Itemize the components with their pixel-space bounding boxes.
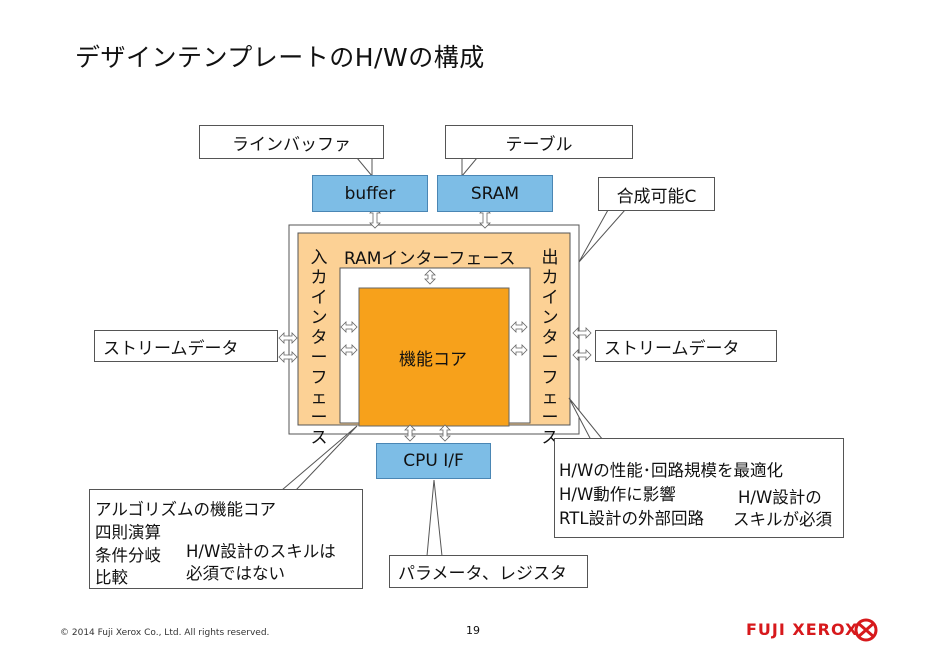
note-right-line2: H/W動作に影響 [559,485,676,504]
stream-data-out: ストリームデータ [595,330,777,362]
note-left-line2: 四則演算 [95,523,161,542]
callout-table: テーブル [445,125,633,159]
note-right [554,438,844,538]
note-right-side2: スキルが必須 [733,510,832,529]
callout-params: パラメータ、レジスタ [389,555,588,588]
callout-linebuffer: ラインバッファ [199,125,384,159]
output-interface-label: 出カインターフェース [541,248,559,448]
footer-copyright: © 2014 Fuji Xerox Co., Ltd. All rights r… [60,628,270,638]
page-title: デザインテンプレートのH/Wの構成 [75,43,485,72]
function-core-box [358,287,510,427]
note-left-side1: H/W設計のスキルは [186,542,336,561]
input-interface-label: 入カインターフェース [310,248,328,448]
callout-tail-linebuffer [355,157,373,178]
callout-synthesizable-c: 合成可能C [598,177,715,211]
note-left [89,489,363,589]
brand-logo-text: FUJI XEROX [746,620,859,639]
block-sram: SRAM [437,175,553,212]
block-cpu-if: CPU I/F [376,443,491,479]
note-left-line3: 条件分岐 [95,546,161,565]
note-right-side1: H/W設計の [738,488,822,507]
ram-interface-label: RAMインターフェース [344,249,516,269]
fujixerox-logo-mark [854,618,878,642]
note-left-side2: 必須ではない [186,564,285,583]
note-right-line3: RTL設計の外部回路 [559,509,705,528]
callout-tail-table [461,157,479,178]
double-arrows-horizontal [278,321,592,363]
note-left-line1: アルゴリズムの機能コア [95,500,277,519]
note-right-line1: H/Wの性能･回路規模を最適化 [559,461,784,480]
callout-tail-params [426,479,443,557]
stream-data-in: ストリームデータ [94,330,278,362]
note-left-line4: 比較 [95,568,128,587]
block-buffer: buffer [312,175,428,212]
page-number: 19 [466,624,480,637]
function-core-label: 機能コア [399,350,467,370]
callout-tail-synth [578,209,627,263]
